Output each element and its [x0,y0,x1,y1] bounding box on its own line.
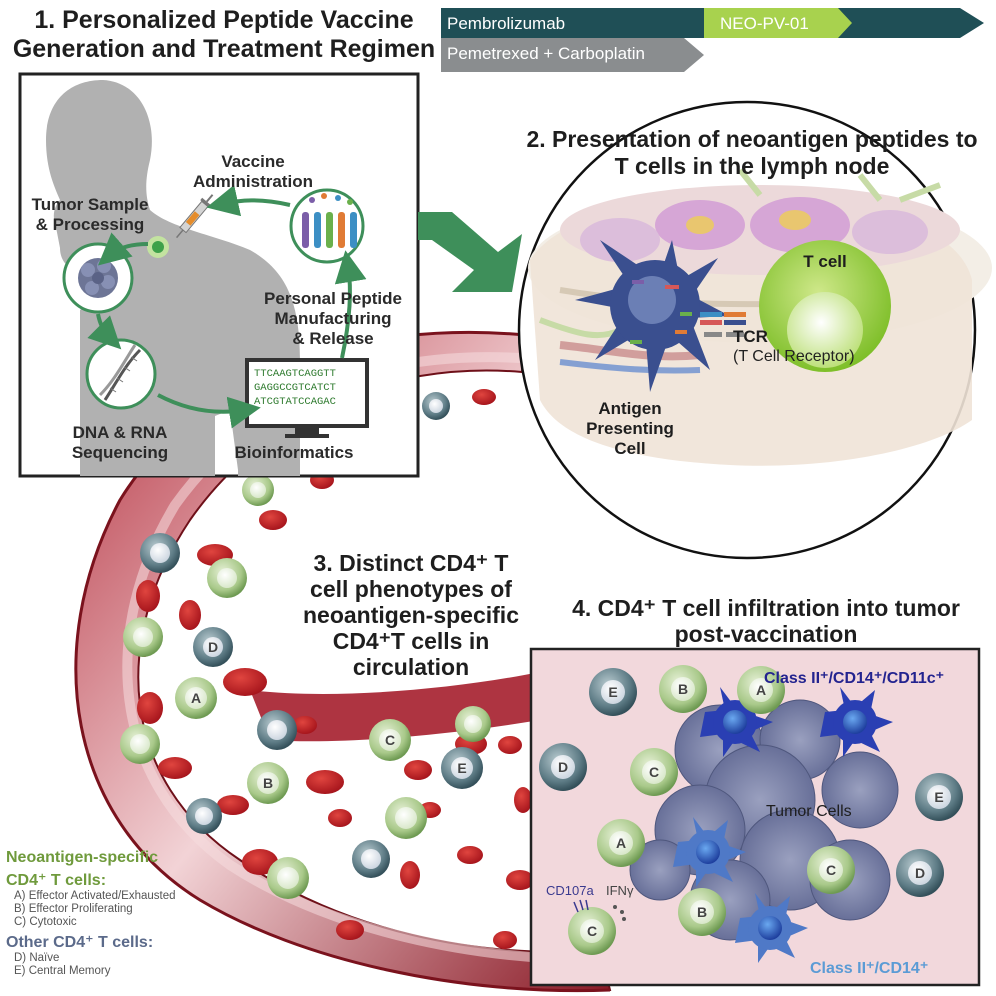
cell-letter-c-tumor-3: C [586,923,598,939]
step-dna-rna: DNA & RNA Sequencing [71,423,169,462]
cell-letter-d-tumor-1: D [557,759,569,775]
cell-letter-a-tumor-2: A [615,835,627,851]
legend-item-a: A) Effector Activated/Exhausted [14,890,176,902]
bioinformatics-monitor-icon [245,358,369,438]
tcr-label: TCR [733,327,768,346]
tumor-cells-label: Tumor Cells [766,803,852,820]
legend-neo-title-1: Neoantigen-specific [6,849,159,866]
cell-letter-b-tumor-2: B [696,904,708,920]
panel1-title: 1. Personalized Peptide Vaccine Generati… [12,6,436,63]
cd107a-label: CD107a [546,883,594,898]
panel4-title: 4. CD4⁺ T cell infiltration into tumor p… [572,595,960,647]
tcr-mhc-complex [700,312,746,337]
timeline-label-chemo: Pemetrexed + Carboplatin [447,44,645,63]
step-tumor-sample: Tumor Sample & Processing [31,195,149,234]
panel1-to-panel2-arrow [418,212,522,292]
workflow-arrows [87,184,367,429]
timeline-label-neo-pv-01: NEO-PV-01 [720,14,809,33]
cell-letter-a-tumor-1: A [755,682,767,698]
timeline-label-pembrolizumab: Pembrolizumab [447,14,566,33]
tumor-panel-t-cells [539,665,963,955]
t-cell-label: T cell [803,252,847,271]
cell-letter-c-circ: C [384,732,396,748]
timeline-bar-chemo [441,38,704,72]
step-bioinformatics: Bioinformatics [234,443,354,462]
apc-label: Antigen Presenting Cell [586,399,674,458]
tcr-full-label: (T Cell Receptor) [733,348,855,365]
cell-letter-b-tumor-1: B [677,681,689,697]
cell-letter-a-circ: A [190,690,202,706]
cell-letter-d-tumor-2: D [914,865,926,881]
cell-letter-c-tumor-2: C [825,862,837,878]
cd107a-marks [573,899,589,913]
class-ii-cd14-cells [673,817,808,963]
sequence-line-1: TTCAAGTCAGGTT [254,368,336,380]
class-ii-cd14-label: Class II⁺/CD14⁺ [810,960,929,977]
cell-letter-e-tumor-2: E [934,789,944,805]
ifng-label: IFNγ [606,883,634,898]
step-manufacturing: Personal Peptide Manufacturing & Release [264,289,402,348]
legend-other-title: Other CD4⁺ T cells: [6,934,154,951]
step-vaccine-administration: Vaccine Administration [193,152,313,191]
class-ii-cd14-cd11c-label: Class II⁺/CD14⁺/CD11c⁺ [764,670,945,687]
sequence-line-3: ATCGTATCCAGAC [254,396,336,408]
t-cell-nucleus [787,292,863,368]
panel3-title: 3. Distinct CD4⁺ T cell phenotypes of ne… [303,550,519,680]
legend-item-b: B) Effector Proliferating [14,903,133,915]
cell-letter-d-circ: D [207,639,219,655]
circulating-t-cells [120,392,491,899]
sequence-line-2: GAGGCCGTCATCT [254,382,336,394]
red-blood-cells [134,389,534,949]
legend-item-c: C) Cytotoxic [14,916,77,928]
cell-letter-e-circ: E [457,760,467,776]
timeline-bar-neo-pv-01 [704,8,852,38]
cell-letter-b-circ: B [262,775,274,791]
ifng-dots [613,905,626,921]
dna-icon [85,338,157,410]
antigen-presenting-cell [575,240,730,392]
legend-item-d: D) Naïve [14,952,60,964]
tumor-sample-icon [62,242,134,314]
cell-letter-e-tumor-1: E [608,684,618,700]
legend-item-e: E) Central Memory [14,965,111,977]
legend: Neoantigen-specific CD4⁺ T cells: A) Eff… [6,848,246,978]
syringe-icon [175,194,214,239]
peptide-tubes-icon [289,188,365,264]
legend-neo-title-2: CD4⁺ T cells: [6,872,107,889]
class-ii-cd14-cd11c-cells [700,687,893,757]
cell-letter-c-tumor-1: C [648,764,660,780]
panel2-title: 2. Presentation of neoantigen peptides t… [526,126,978,179]
